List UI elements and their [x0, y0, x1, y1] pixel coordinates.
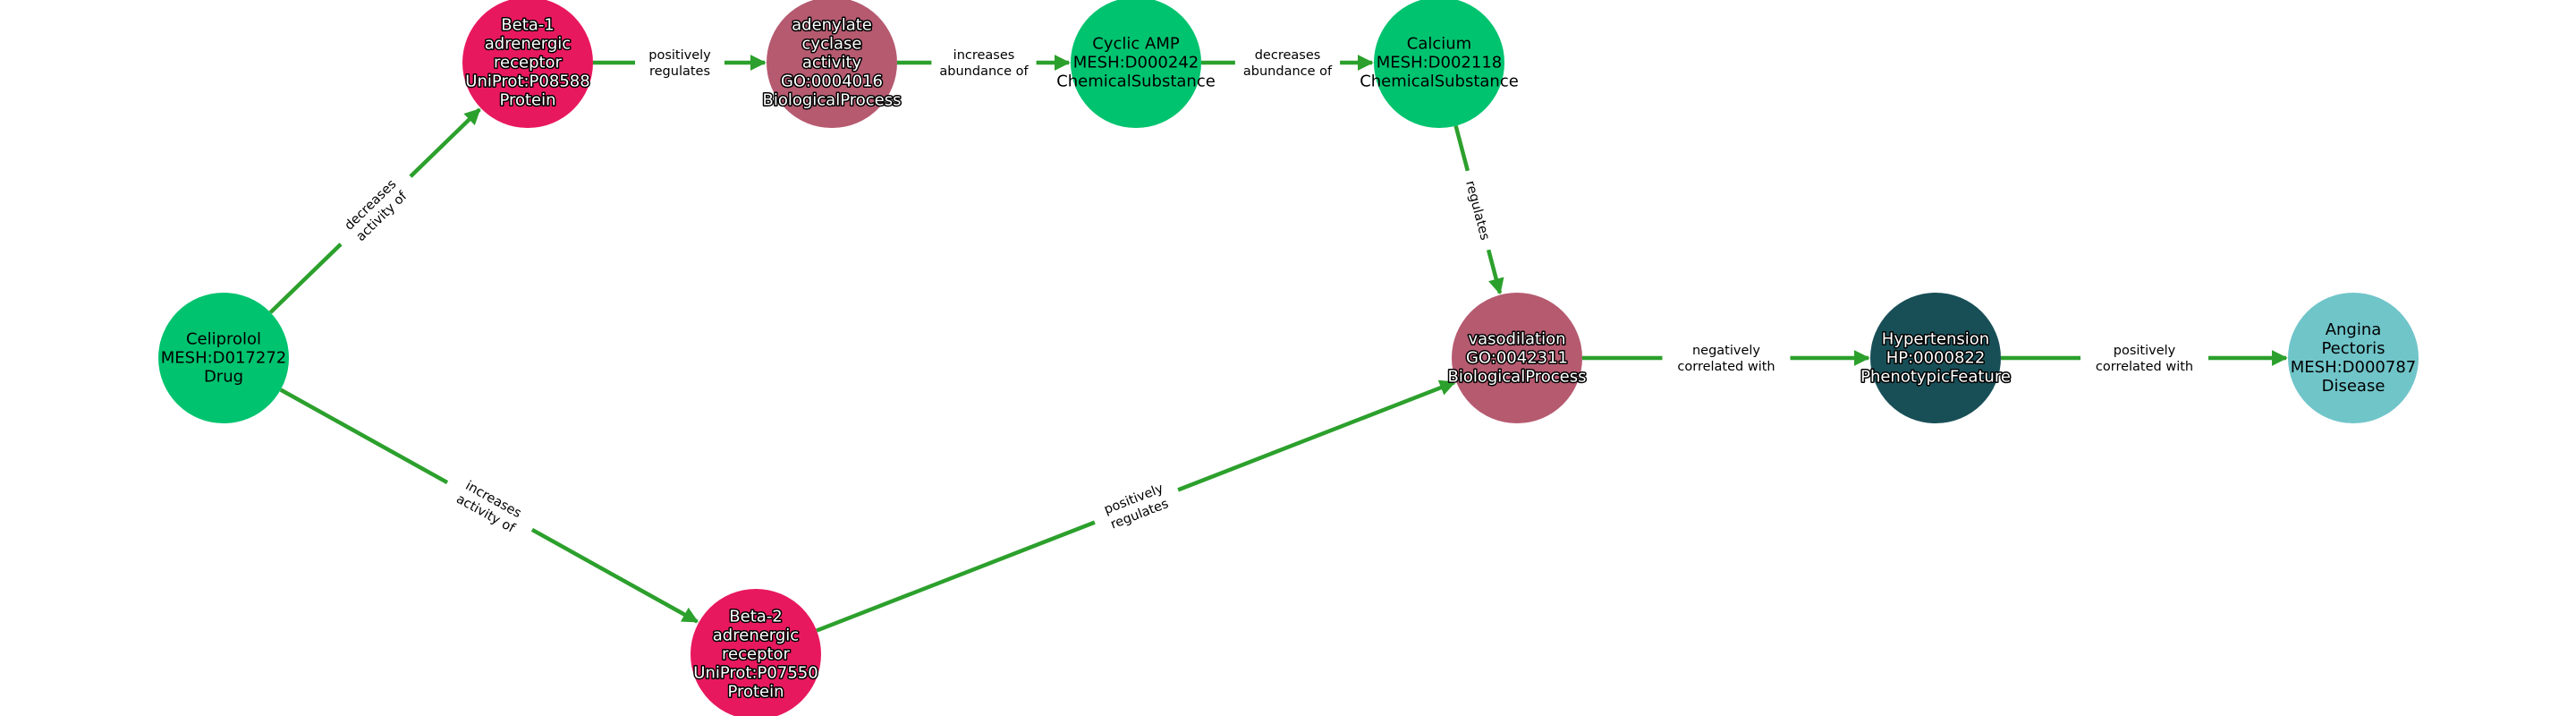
node-label: vasodilation — [1468, 330, 1565, 349]
node-circle[interactable] — [1452, 293, 1582, 423]
edge-label-text: correlated with — [2096, 360, 2193, 374]
edge-label-text: positively — [648, 48, 711, 63]
node-beta1[interactable]: Beta-1adrenergicreceptorUniProt:P08588Pr… — [462, 0, 593, 128]
edge-label-text: increases — [953, 48, 1015, 63]
node-label: PhenotypicFeature — [1860, 368, 2011, 387]
node-beta2[interactable]: Beta-2adrenergicreceptorUniProt:P07550Pr… — [691, 589, 821, 716]
nodes-layer: CeliprololMESH:D017272DrugBeta-1adrenerg… — [158, 0, 2419, 716]
node-circle[interactable] — [691, 589, 821, 716]
node-label: Drug — [204, 368, 243, 387]
edge-label-text: regulates — [649, 64, 710, 79]
node-label: Cyclic AMP — [1092, 35, 1180, 54]
node-label: Beta-1 — [501, 16, 554, 35]
node-circle[interactable] — [767, 0, 897, 128]
node-label: BiologicalProcess — [762, 91, 901, 110]
node-label: adrenergic — [713, 626, 799, 645]
node-circle[interactable] — [1870, 293, 2001, 423]
node-label: HP:0000822 — [1886, 349, 1986, 368]
edge-label-background — [2080, 340, 2208, 376]
node-label: MESH:D017272 — [161, 349, 287, 368]
node-circle[interactable] — [1374, 0, 1504, 128]
node-label: activity — [802, 54, 862, 72]
node-label: receptor — [494, 54, 563, 72]
edge-label-background — [1662, 340, 1791, 376]
edge-label-background — [328, 163, 423, 258]
node-label: MESH:D002118 — [1377, 54, 1503, 72]
edge-label-text: positively — [2114, 344, 2176, 358]
node-label: receptor — [722, 645, 791, 664]
node-label: ChemicalSubstance — [1360, 72, 1519, 91]
node-label: GO:0042311 — [1466, 349, 1568, 368]
edge-label: regulates — [1458, 168, 1498, 252]
node-adenylate[interactable]: adenylatecyclaseactivityGO:0004016Biolog… — [761, 0, 902, 128]
edge-label-background — [931, 45, 1037, 81]
node-label: GO:0004016 — [781, 72, 883, 91]
node-label: MESH:D000242 — [1073, 54, 1199, 72]
node-label: Celiprolol — [186, 330, 261, 349]
node-label: ChemicalSubstance — [1056, 72, 1216, 91]
node-label: Beta-2 — [729, 608, 782, 626]
node-circle[interactable] — [1071, 0, 1201, 128]
edge-label: negatively correlated with — [1662, 340, 1791, 376]
edge-label-background — [1234, 45, 1341, 81]
edge-label-background — [1458, 168, 1498, 252]
node-label: MESH:D000787 — [2291, 358, 2417, 377]
node-label: UniProt:P08588 — [465, 72, 589, 91]
edge-label-background — [438, 466, 541, 546]
node-label: adrenergic — [485, 35, 571, 54]
edge-label-text: negatively — [1692, 344, 1760, 358]
node-circle[interactable] — [2288, 293, 2419, 423]
node-label: adenylate — [792, 16, 872, 35]
node-label: BiologicalProcess — [1447, 368, 1586, 387]
edge-label-text: abundance of — [939, 64, 1029, 79]
node-label: Pectoris — [2321, 339, 2385, 358]
node-circle[interactable] — [158, 293, 289, 423]
edge-label: positively correlated with — [2080, 340, 2208, 376]
node-label: Protein — [727, 683, 784, 702]
edge-label-background — [1088, 473, 1185, 540]
edge-label-background — [635, 45, 724, 81]
node-label: Hypertension — [1882, 330, 1989, 349]
node-label: cyclase — [802, 35, 862, 54]
edge-label-text: decreases — [1255, 48, 1321, 63]
node-label: Disease — [2322, 377, 2385, 396]
node-label: Angina — [2326, 320, 2382, 339]
node-label: Protein — [499, 91, 555, 110]
node-circle[interactable] — [462, 0, 593, 128]
edge-label-text: correlated with — [1677, 360, 1775, 374]
node-label: Calcium — [1407, 35, 1471, 54]
node-label: UniProt:P07550 — [693, 664, 818, 683]
edge-label-text: abundance of — [1243, 64, 1333, 79]
